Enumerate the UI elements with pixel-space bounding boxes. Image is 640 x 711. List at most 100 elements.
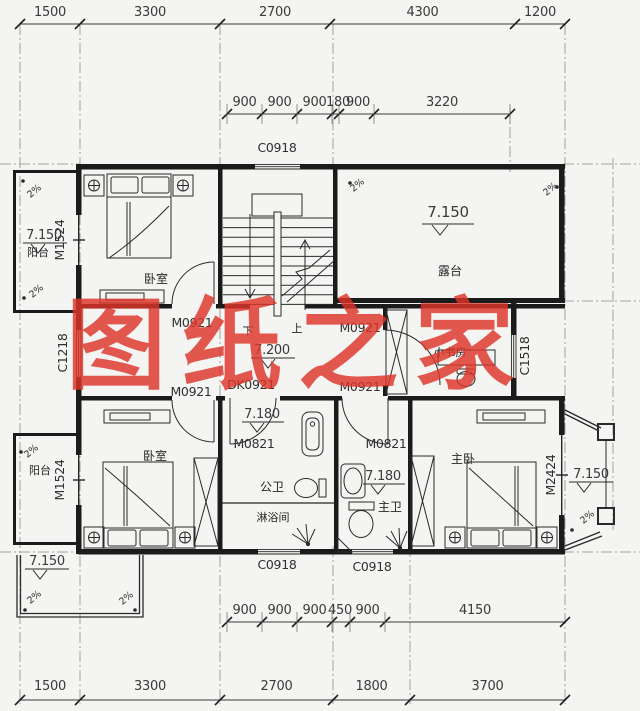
dim-label: 3700 — [471, 679, 504, 694]
door-m0921-top-left — [171, 261, 215, 305]
dim-label: 900 — [302, 603, 327, 618]
windows — [75, 163, 517, 555]
toilet-icon — [294, 478, 327, 498]
dim-label: 450 — [328, 603, 352, 618]
door-code-m0921-br: M0921 — [339, 379, 381, 394]
corner-shelf-icon — [337, 536, 354, 553]
elevation-corridor: 7.200 — [254, 343, 290, 358]
door-code-m2424: M2424 — [542, 454, 558, 496]
dim-label: 3300 — [134, 679, 166, 694]
dim-label: 4300 — [406, 5, 439, 20]
room-label-bedroom-bottom: 卧室 — [142, 449, 167, 463]
room-label-study: 小书房 — [433, 346, 467, 359]
room-label-shower-room: 淋浴间 — [256, 511, 290, 524]
room-label-master-wc: 主卫 — [377, 500, 402, 514]
bed-bottom — [102, 461, 174, 549]
dim-label: 900 — [232, 603, 257, 618]
stair-arrow-up — [299, 238, 311, 310]
wardrobe-master — [410, 455, 435, 547]
window-code-c0918-br: C0918 — [352, 559, 392, 574]
dim-label: 900 — [346, 95, 370, 110]
door-code-m0921-tl: M0921 — [171, 315, 213, 330]
dim-label: 4150 — [459, 603, 491, 618]
bed-master — [466, 461, 537, 549]
elevation-terrace: 7.150 — [427, 203, 469, 221]
door-m0921-study — [384, 329, 441, 386]
window-c0918-bottom-right — [352, 548, 393, 555]
bath-fixtures — [291, 411, 408, 553]
door-m0921-bottom-left — [171, 399, 215, 443]
stair-label-up: 上 — [291, 322, 303, 335]
dimension-extensions — [226, 104, 511, 632]
bathtub-icon — [301, 411, 324, 457]
nightstand-lamp — [172, 174, 194, 197]
room-label-bedroom-top: 卧室 — [143, 272, 168, 286]
roof-terrace-left — [16, 555, 144, 618]
window-c0918-bottom-left — [258, 548, 300, 555]
room-label-terrace: 露台 — [437, 264, 462, 278]
door-code-m1524-bottom: M1524 — [51, 459, 67, 501]
dim-label: 900 — [267, 603, 292, 618]
dim-label: 180 — [326, 95, 350, 110]
dim-label: 1800 — [355, 679, 388, 694]
toilet-icon — [348, 501, 375, 538]
wardrobe-study — [385, 309, 408, 395]
dim-label: 1500 — [34, 679, 66, 694]
door-code-m0821-left: M0821 — [233, 436, 275, 451]
dim-label: 900 — [267, 95, 292, 110]
right-balcony — [564, 409, 615, 551]
elevation-hall: 7.180 — [244, 407, 280, 422]
door-code-m0821-right: M0821 — [365, 436, 407, 451]
dresser-top — [99, 289, 165, 304]
shower-spray-icon — [385, 527, 408, 551]
dresser-master — [476, 409, 546, 424]
nightstand-lamp — [83, 174, 105, 197]
dim-label: 900 — [302, 95, 327, 110]
nightstand-lamp — [83, 526, 105, 549]
furniture — [83, 173, 558, 549]
room-label-public-wc: 公卫 — [259, 480, 284, 494]
nightstand-lamp — [174, 526, 196, 549]
walls — [13, 164, 565, 555]
window-c0918-top — [255, 163, 300, 170]
window-c1218 — [75, 330, 82, 377]
wardrobe-bottom — [193, 457, 219, 547]
nightstand-lamp — [444, 526, 466, 549]
room-label-balcony-bottom: 阳台 — [29, 464, 51, 477]
staircase — [223, 193, 336, 317]
dim-label: 1500 — [34, 5, 66, 20]
chair-study — [456, 368, 476, 387]
dim-label: 900 — [232, 95, 257, 110]
sink-icon — [340, 463, 366, 499]
drain-dots — [19, 179, 559, 454]
shower-spray-icon — [291, 523, 316, 547]
elevation-balcony-top: 7.150 — [26, 228, 62, 243]
window-code-c0918-top: C0918 — [257, 140, 297, 155]
bed-top — [106, 173, 172, 259]
stair-arrow-down — [244, 214, 256, 300]
door-m0821-left — [229, 397, 277, 445]
elevation-balcony-right: 7.150 — [573, 467, 609, 482]
desk-study — [437, 349, 496, 366]
dim-label: 900 — [355, 603, 380, 618]
dim-label: 2700 — [259, 5, 291, 20]
elevation-roof-left: 7.150 — [29, 554, 65, 569]
door-m0821-right — [341, 397, 389, 445]
swing-doors — [171, 261, 441, 445]
window-c1518 — [510, 335, 517, 378]
dresser-bottom — [103, 409, 171, 424]
door-code-m0921-tr: M0921 — [339, 320, 381, 335]
room-label-balcony-top: 阳台 — [27, 246, 49, 259]
nightstand-lamp — [536, 526, 558, 549]
dimension-lines — [20, 23, 565, 701]
elevation-master-wc: 7.180 — [365, 469, 401, 484]
dim-label: 3220 — [426, 95, 458, 110]
elevation-markers — [23, 223, 613, 580]
balcony-doors — [73, 215, 568, 515]
window-code-c0918-bl: C0918 — [257, 557, 297, 572]
room-label-master-bedroom: 主卧 — [450, 452, 475, 466]
dim-label: 1200 — [524, 5, 556, 20]
door-code-m0921-bl: M0921 — [170, 384, 212, 399]
